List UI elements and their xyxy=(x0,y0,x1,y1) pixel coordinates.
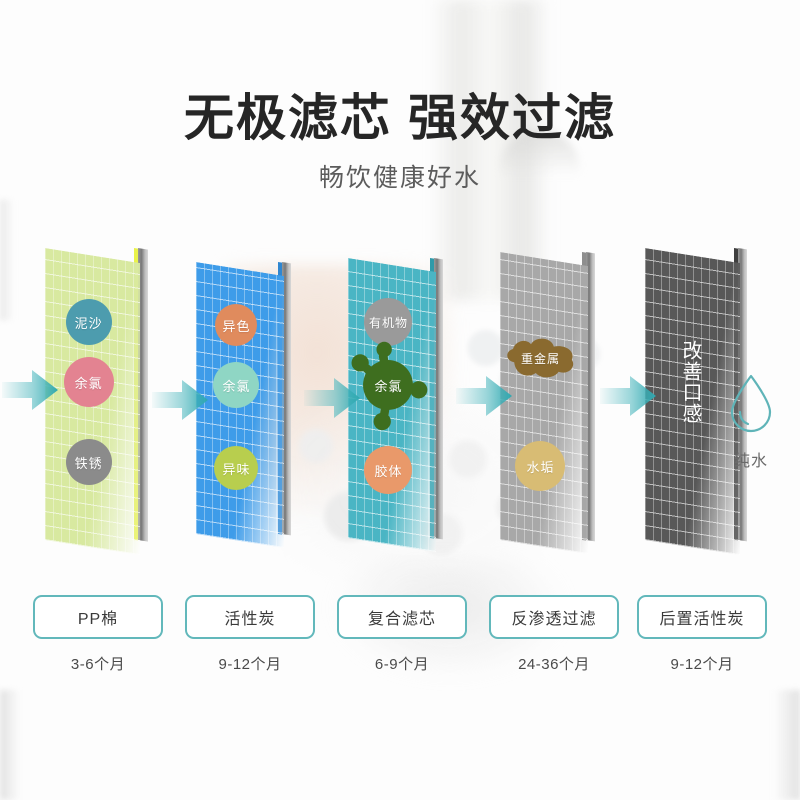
contaminant-bubble: 有机物 xyxy=(364,298,413,346)
legend-duration: 3-6个月 xyxy=(70,656,126,673)
page-subtitle: 畅饮健康好水 xyxy=(318,164,481,192)
legend-duration: 6-9个月 xyxy=(374,656,430,673)
legend-item-activated-carbon[interactable]: 活性炭 9-12个月 xyxy=(185,595,315,674)
pure-water-label: 纯水 xyxy=(733,453,768,470)
filter-panel-post-carbon: 改善口感 xyxy=(645,248,755,556)
background-edge-left xyxy=(0,690,20,800)
flow-arrow-4 xyxy=(456,374,512,418)
contaminant-bubble: 余氯 xyxy=(213,362,260,408)
legend-name-box[interactable]: PP棉 xyxy=(33,595,163,639)
contaminant-bubble: 重金属 xyxy=(501,328,579,388)
contaminant-bubble: 异色 xyxy=(215,304,258,346)
filter-membrane-face xyxy=(500,252,588,554)
filter-legend-row: PP棉 3-6个月 活性炭 9-12个月 复合滤芯 6-9个月 反渗透过滤 24-36个月 后置… xyxy=(0,595,800,685)
contaminant-bubble: 水垢 xyxy=(515,441,566,491)
right-arrow-icon xyxy=(456,376,512,416)
contaminant-bubble: 余氯 xyxy=(63,357,114,407)
contaminant-bubble: 泥沙 xyxy=(65,299,112,345)
contaminant-bubble: 铁锈 xyxy=(65,439,112,485)
right-arrow-icon xyxy=(152,380,208,420)
contaminant-bubble: 胶体 xyxy=(364,446,413,494)
legend-item-post-carbon[interactable]: 后置活性炭 9-12个月 xyxy=(637,595,767,674)
right-arrow-icon xyxy=(304,378,360,418)
filter-mesh-grid xyxy=(500,252,588,554)
background-edge-right xyxy=(774,690,800,800)
flow-arrow-3 xyxy=(304,376,360,420)
water-drop-icon xyxy=(730,374,772,433)
legend-duration: 9-12个月 xyxy=(218,656,282,673)
page-title: 无极滤芯 强效过滤 xyxy=(184,90,616,146)
legend-duration: 24-36个月 xyxy=(518,656,590,673)
contaminant-bubble: 异味 xyxy=(214,446,259,490)
legend-item-reverse-osmosis[interactable]: 反渗透过滤 24-36个月 xyxy=(489,595,619,674)
flow-arrow-5 xyxy=(600,374,656,418)
flow-arrow-2 xyxy=(152,378,208,422)
legend-name-box[interactable]: 反渗透过滤 xyxy=(489,595,619,639)
filter-vertical-label: 改善口感 xyxy=(679,340,701,424)
right-arrow-icon xyxy=(600,376,656,416)
right-arrow-icon xyxy=(2,370,58,410)
legend-name-box[interactable]: 复合滤芯 xyxy=(337,595,467,639)
pure-water-output: 纯水 xyxy=(706,372,796,471)
legend-duration: 9-12个月 xyxy=(670,656,734,673)
virus-molecule-icon xyxy=(351,341,428,431)
filter-panel-reverse-osmosis xyxy=(500,252,603,554)
legend-name-box[interactable]: 活性炭 xyxy=(185,595,315,639)
flow-arrow-1 xyxy=(2,368,58,412)
contaminant-bubble: 余氯 xyxy=(348,341,428,431)
legend-name-box[interactable]: 后置活性炭 xyxy=(637,595,767,639)
legend-item-pp-cotton[interactable]: PP棉 3-6个月 xyxy=(33,595,163,674)
heavy-metal-blob-icon xyxy=(507,338,574,378)
background-edge-mid-left xyxy=(0,200,14,320)
legend-item-composite-filter[interactable]: 复合滤芯 6-9个月 xyxy=(337,595,467,674)
